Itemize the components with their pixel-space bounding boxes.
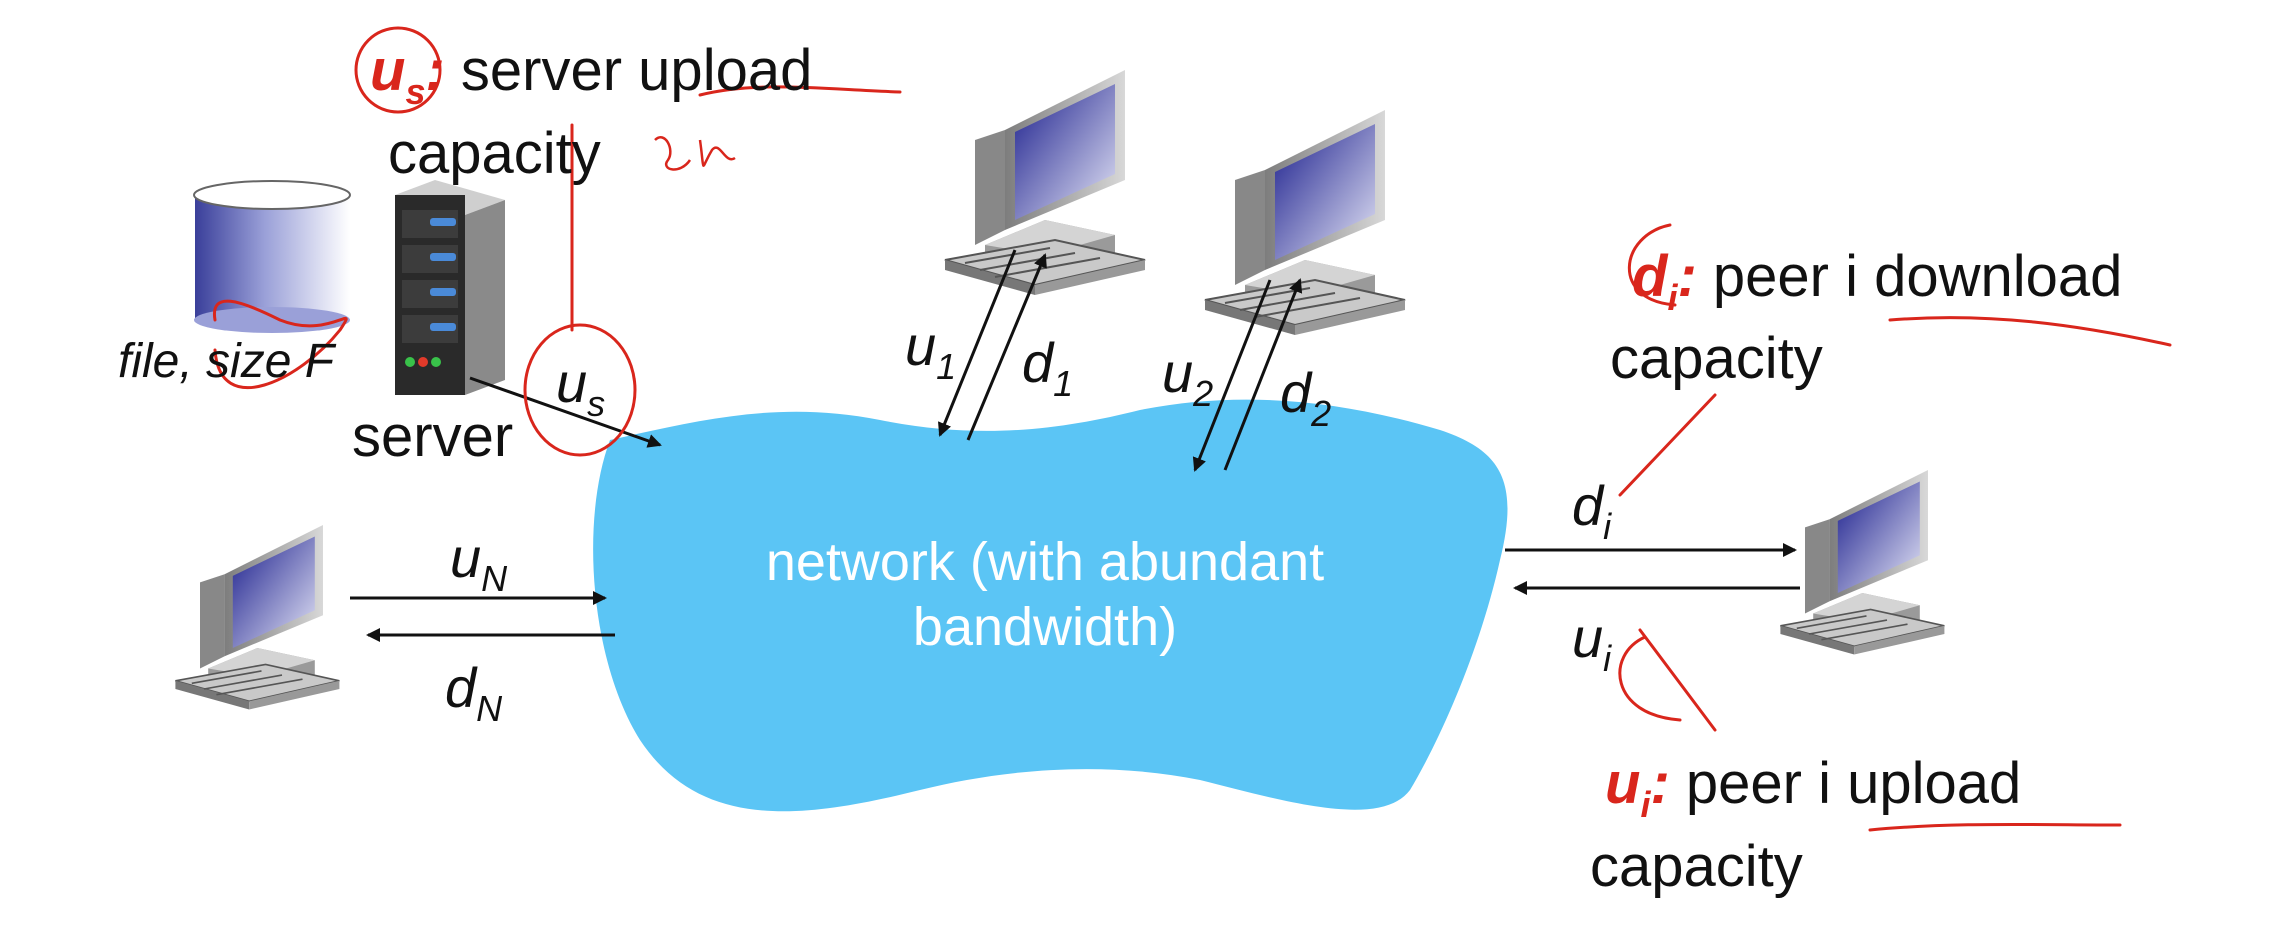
database-icon <box>193 180 351 333</box>
desktop-computer-icon <box>944 69 1146 296</box>
desktop-computer-icon <box>174 524 341 711</box>
network-cloud <box>593 399 1508 812</box>
u1-label: u1 <box>905 314 957 387</box>
server-tower-icon <box>395 180 505 395</box>
ui-label: ui <box>1572 606 1612 679</box>
server-label: server <box>352 404 514 469</box>
arrow-d1 <box>966 253 1047 441</box>
d1-label: d1 <box>1022 331 1074 404</box>
server-annotation-line2: capacity <box>388 121 601 186</box>
arrow-u2 <box>1192 279 1272 472</box>
server-annotation: us: server upload <box>370 38 813 112</box>
download-annotation: di: peer i download <box>1632 244 2123 318</box>
upload-annotation: ui: peer i upload <box>1605 751 2022 825</box>
di-label: di <box>1572 474 1612 547</box>
download-annotation-line2: capacity <box>1610 326 1823 391</box>
handwritten-note-mark <box>654 136 736 171</box>
dN-label: dN <box>445 656 503 729</box>
arrow-d2 <box>1223 278 1303 471</box>
server-link-label: us <box>556 351 606 424</box>
desktop-computer-icon <box>1779 469 1946 656</box>
arrow-server-to-network <box>469 376 662 448</box>
handwritten-annotations <box>212 26 2172 832</box>
upload-annotation-line2: capacity <box>1590 834 1803 899</box>
arrow-u1 <box>938 249 1017 437</box>
desktop-computer-icon <box>1204 109 1406 336</box>
network-label: network (with abundant bandwidth) <box>765 532 1325 657</box>
u2-label: u2 <box>1162 341 1214 414</box>
file-label: file, size F <box>118 335 335 388</box>
d2-label: d2 <box>1280 361 1332 434</box>
uN-label: uN <box>450 526 508 599</box>
